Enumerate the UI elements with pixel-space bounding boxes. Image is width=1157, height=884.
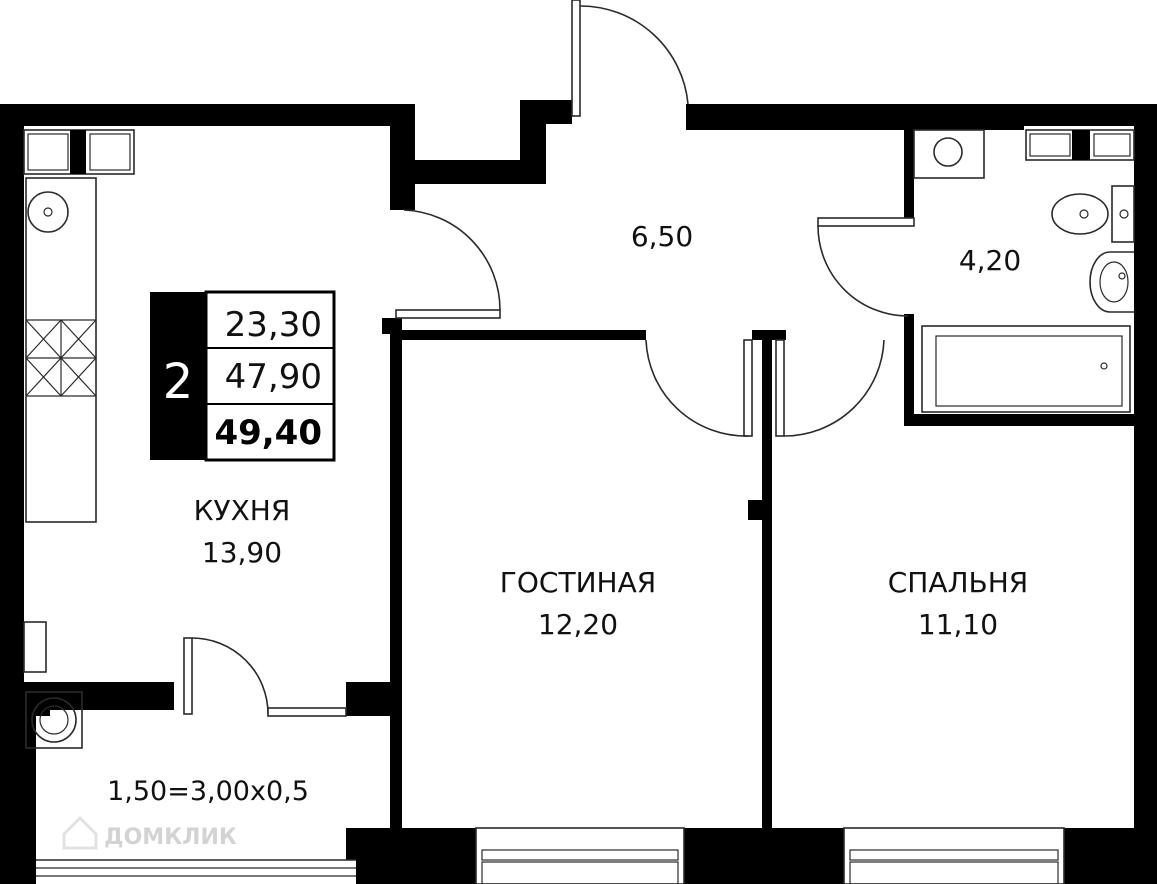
living-window	[475, 827, 685, 884]
total-area-value: 47,90	[225, 357, 322, 397]
fridge-icon	[23, 621, 47, 673]
doors	[183, 0, 915, 717]
bedroom-area: 11,10	[918, 608, 998, 641]
bathtub-icon	[921, 325, 1131, 413]
walls	[0, 100, 1157, 884]
washbasin-icon	[1089, 251, 1134, 313]
bedroom-window	[843, 827, 1065, 884]
watermark-text: ДОМКЛИК	[104, 825, 237, 850]
boiler-icon	[25, 691, 83, 749]
balcony-door	[183, 637, 347, 717]
bedroom-door	[775, 339, 885, 437]
bathroom-window	[1024, 126, 1135, 162]
house-logo-icon	[62, 815, 98, 850]
washing-machine-icon	[913, 129, 985, 179]
kitchen-name: КУХНЯ	[194, 494, 291, 527]
windows	[23, 126, 1135, 884]
bedroom-name: СПАЛЬНЯ	[888, 566, 1029, 599]
balcony-glazing	[36, 859, 356, 884]
living-door	[645, 339, 753, 437]
living-room-name: ГОСТИНАЯ	[500, 566, 656, 599]
apartment-summary: 2 23,30 47,90 49,40	[150, 290, 336, 462]
kitchen-area: 13,90	[202, 536, 282, 569]
watermark: ДОМКЛИК	[62, 815, 237, 850]
kitchen-sink-icon	[27, 191, 69, 233]
entrance-door	[571, 0, 689, 117]
balcony-area: 1,50=3,00x0,5	[107, 776, 309, 807]
rooms-count: 2	[163, 354, 194, 410]
living-room-area: 12,20	[538, 608, 618, 641]
bathroom-area: 4,20	[959, 244, 1021, 277]
toilet-icon	[1051, 185, 1135, 243]
kitchen-counter	[25, 177, 97, 523]
bathroom-door	[817, 217, 915, 317]
kitchen-window	[23, 126, 135, 176]
kitchen-door	[395, 209, 501, 319]
living-area-value: 23,30	[225, 305, 322, 345]
hall-area: 6,50	[631, 220, 693, 253]
total-with-balcony-value: 49,40	[214, 413, 322, 453]
